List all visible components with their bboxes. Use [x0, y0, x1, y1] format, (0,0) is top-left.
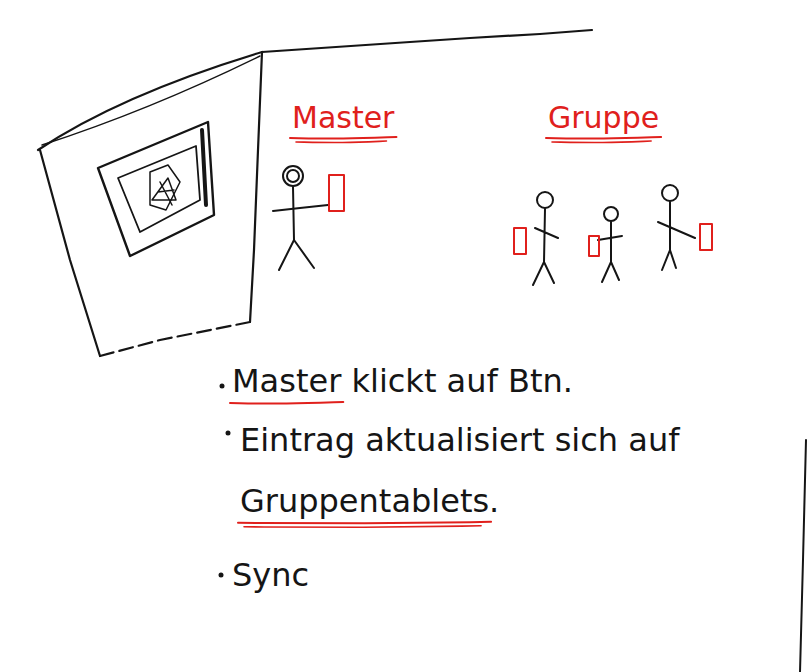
- note-text: Eintrag aktualisiert sich auf Gruppentab…: [240, 410, 740, 532]
- room-walls: [38, 30, 592, 356]
- red-underline: [238, 522, 491, 524]
- red-underline: [230, 402, 343, 404]
- red-underline: [290, 137, 396, 139]
- red-underline: [296, 141, 386, 143]
- tablet-icons: [514, 224, 712, 256]
- note-text: Master klickt auf Btn.: [232, 362, 573, 400]
- note-text: Sync: [232, 556, 309, 594]
- bullet-dots: [219, 384, 231, 578]
- red-underline: [244, 526, 481, 528]
- role-heading: Gruppe: [548, 100, 659, 136]
- group-figures: [533, 185, 695, 285]
- red-underline: [552, 141, 651, 143]
- master-figure: [273, 166, 328, 270]
- red-underline: [546, 137, 661, 139]
- role-heading: Master: [292, 100, 394, 136]
- wall-screen: [98, 122, 214, 256]
- tablet-icon: [329, 175, 344, 211]
- page-edge: [800, 440, 806, 672]
